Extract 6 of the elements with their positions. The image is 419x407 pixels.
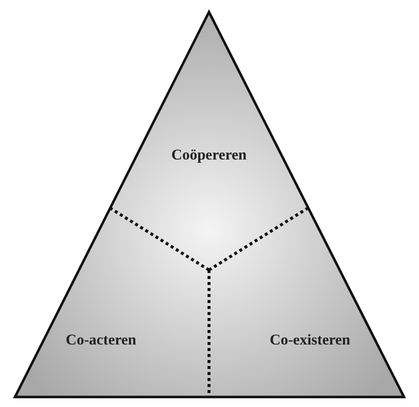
section-label: Co-existeren (270, 332, 350, 350)
triangle-section (209, 208, 404, 397)
triangle-section (15, 208, 209, 397)
triangle-section (110, 12, 308, 270)
section-label: Co-acteren (66, 332, 136, 350)
section-label: Coöpereren (171, 148, 247, 164)
